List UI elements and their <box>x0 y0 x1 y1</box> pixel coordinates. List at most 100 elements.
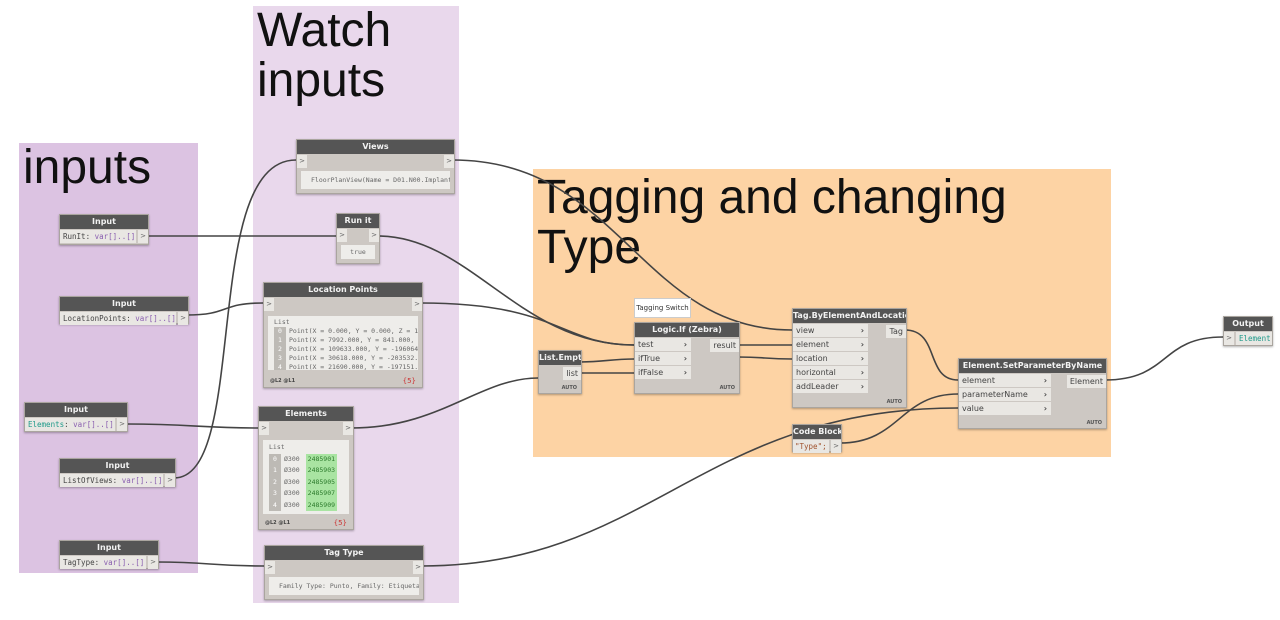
node-title: Tag Type <box>265 546 423 560</box>
list-index: 2 <box>274 345 286 354</box>
input-port[interactable]: > <box>297 155 307 168</box>
input-port-location[interactable]: location › <box>793 352 868 365</box>
output-port[interactable]: > <box>117 418 127 431</box>
port-label: element <box>796 340 829 349</box>
watch-preview: true <box>341 245 375 259</box>
node-set-parameter-by-name[interactable]: Element.SetParameterByName element›param… <box>958 358 1107 429</box>
output-port[interactable]: > <box>831 440 841 453</box>
output-node[interactable]: Output>Element <box>1223 316 1273 346</box>
input-name-field[interactable]: LocationPoints: var[]..[] <box>60 312 176 325</box>
port-label: location <box>796 354 828 363</box>
name: ListOfViews <box>63 476 113 485</box>
input-port-horizontal[interactable]: horizontal› <box>793 366 868 379</box>
output-port[interactable]: > <box>148 556 158 569</box>
input-port[interactable]: > <box>264 298 274 311</box>
input-port-addleader[interactable]: addLeader › <box>793 380 868 393</box>
node-title: Location Points <box>264 283 422 297</box>
chevron-right-icon: › <box>683 354 687 363</box>
code-editor[interactable]: "Type"; <box>793 440 829 453</box>
note-tagging-switch[interactable]: Tagging Switch <box>634 298 691 318</box>
node-tag-by-element-and-location[interactable]: Tag.ByElementAndLocation view›element›lo… <box>792 308 907 408</box>
list-index: 0 <box>269 453 281 465</box>
list-label: List <box>274 318 290 326</box>
output-port[interactable]: > <box>178 312 188 325</box>
node-logic-if[interactable]: Logic.If (Zebra) test› ifTrue › ifFalse› res… <box>634 322 740 394</box>
output-port[interactable]: > <box>369 229 379 242</box>
output-port[interactable]: > <box>444 155 454 168</box>
wire <box>839 393 959 444</box>
input-name-field[interactable]: ListOfViews: var[]..[] <box>60 474 163 487</box>
output-port[interactable]: > <box>165 474 175 487</box>
element-id-link[interactable]: 2485909 <box>305 499 338 511</box>
name: RunIt <box>63 232 86 241</box>
input-port-parametername[interactable]: parameterName› <box>959 388 1051 401</box>
input-port[interactable]: > <box>265 561 275 574</box>
input-port-view[interactable]: view› <box>793 324 868 337</box>
node-title: List.Empty <box>539 351 581 365</box>
wire <box>737 356 793 360</box>
element-id-link[interactable]: 2485907 <box>305 488 338 500</box>
node-title: Output <box>1224 317 1272 331</box>
element-id-link[interactable]: 2485903 <box>305 465 338 477</box>
watch-node-tag-type[interactable]: Tag Type>>Family Type: Punto, Family: Et… <box>264 545 424 600</box>
input-port-element[interactable]: element› <box>959 374 1051 387</box>
watch-node-runit[interactable]: Run it>>true <box>336 213 380 264</box>
chevron-right-icon: › <box>860 382 864 391</box>
node-code-block[interactable]: Code Block"Type";> <box>792 424 842 453</box>
node-title: Views <box>297 140 454 154</box>
name: TagType <box>63 558 95 567</box>
port-label: value <box>962 404 984 413</box>
port-label: ifTrue <box>638 354 661 363</box>
point-value: Point(X = 0.000, Y = 0.000, Z = 1! <box>289 327 418 335</box>
output-port[interactable]: > <box>343 422 353 435</box>
output-port-element[interactable]: Element <box>1066 375 1106 388</box>
wire <box>579 358 635 363</box>
output-port[interactable]: > <box>413 561 423 574</box>
node-title: Element.SetParameterByName <box>959 359 1106 373</box>
element-id-link[interactable]: 2485901 <box>305 453 338 465</box>
input-port-value[interactable]: value› <box>959 402 1051 415</box>
input-port-element[interactable]: element› <box>793 338 868 351</box>
node-title: Logic.If (Zebra) <box>635 323 739 337</box>
wire <box>125 423 259 429</box>
output-port-list[interactable]: list <box>563 367 581 380</box>
type: var[]..[] <box>73 420 114 429</box>
input-port-iffalse[interactable]: ifFalse› <box>635 366 691 379</box>
input-name-field[interactable]: RunIt: var[]..[] <box>60 230 136 243</box>
output-port[interactable]: > <box>412 298 422 311</box>
output-name-field[interactable]: Element <box>1236 332 1272 345</box>
chevron-right-icon: › <box>860 354 864 363</box>
output-port-tag[interactable]: Tag <box>886 325 906 338</box>
wire <box>156 561 265 567</box>
watch-node-views[interactable]: Views>>FloorPlanView(Name = D01.N00.Impl… <box>296 139 455 194</box>
input-port-test[interactable]: test› <box>635 338 691 351</box>
output-port[interactable]: > <box>138 230 148 243</box>
input-port[interactable]: > <box>337 229 347 242</box>
input-port[interactable]: > <box>259 422 269 435</box>
input-port[interactable]: > <box>1224 332 1234 345</box>
input-name-field[interactable]: Elements: var[]..[] <box>25 418 115 431</box>
input-port-iftrue[interactable]: ifTrue › <box>635 352 691 365</box>
wire <box>186 302 264 316</box>
port-label: addLeader <box>796 382 839 391</box>
wire <box>420 302 635 346</box>
point-value: Point(X = 109633.000, Y = -196064 <box>289 345 418 353</box>
chevron-right-icon: › <box>1043 376 1047 385</box>
element-name: Ø300 <box>284 477 300 486</box>
output-port-result[interactable]: result <box>710 339 739 352</box>
point-value: Point(X = 7992.000, Y = 841.000, Z <box>289 336 418 344</box>
element-id-link[interactable]: 2485905 <box>305 476 338 488</box>
input-name-field[interactable]: TagType: var[]..[] <box>60 556 146 569</box>
node-list-empty[interactable]: List.EmptylistAUTO <box>538 350 582 394</box>
